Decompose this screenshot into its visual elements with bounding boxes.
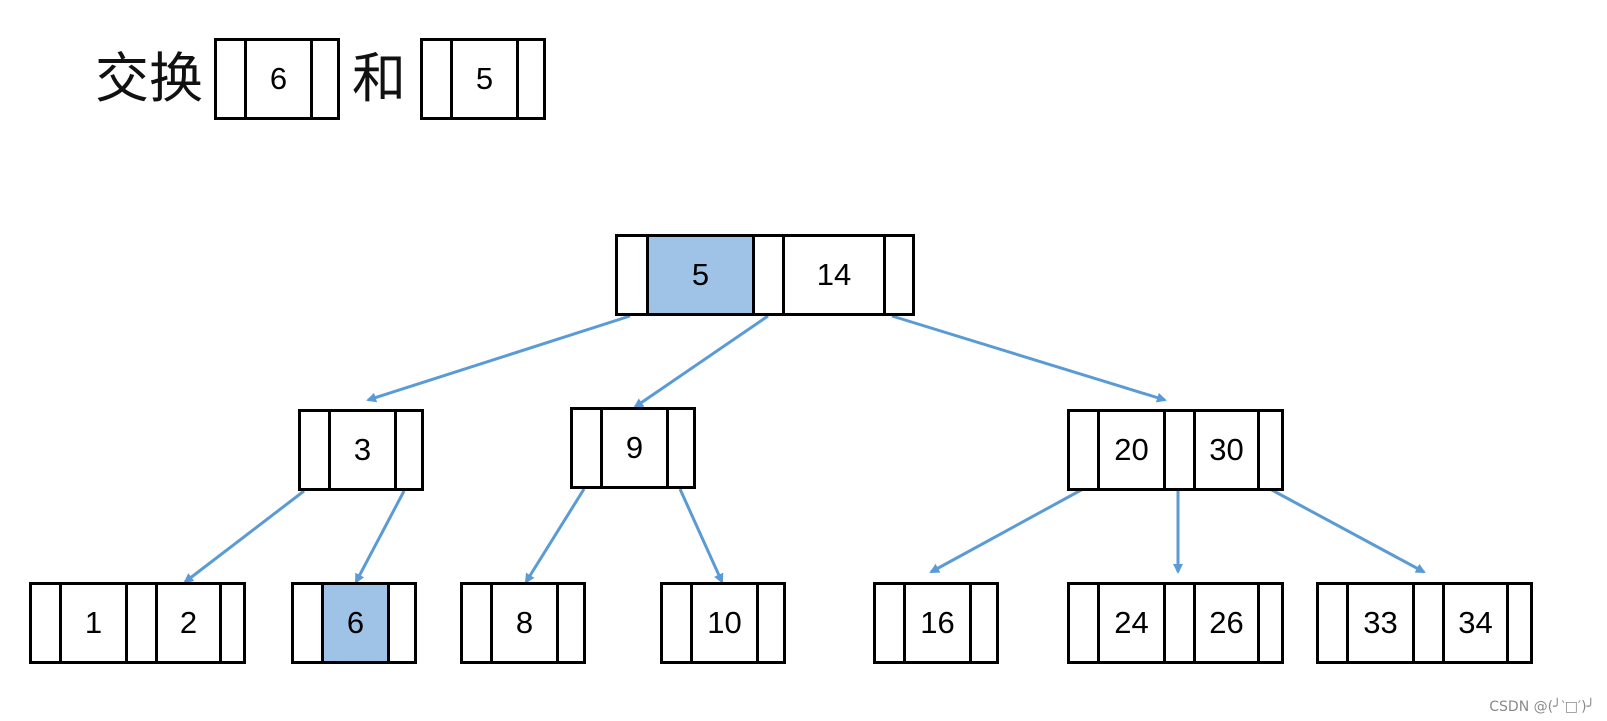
pointer-slot [573,410,603,486]
pointer-slot [1415,585,1445,661]
tree-key: 10 [693,585,759,661]
swap-instruction: 交换 6 和 5 [0,0,1607,140]
tree-leaf-10: 10 [660,582,786,664]
tree-node-20-30: 20 30 [1067,409,1284,491]
tree-key: 20 [1100,412,1166,488]
edge-root-to-3 [366,314,631,403]
pointer-slot [876,585,906,661]
pointer-slot [222,585,249,661]
tree-key: 33 [1349,585,1415,661]
tree-key: 3 [331,412,397,488]
tree-node-9: 9 [570,407,696,489]
edge-root-to-9 [633,314,769,409]
tree-key: 2 [158,585,222,661]
pointer-slot [972,585,999,661]
swap-conj-label: 和 [352,47,406,110]
tree-leaf-24-26: 24 26 [1067,582,1284,664]
pointer-slot [559,585,586,661]
tree-key: 30 [1196,412,1260,488]
pointer-slot [1260,412,1287,488]
pointer-slot [301,412,331,488]
tree-key: 24 [1100,585,1166,661]
edge-20-30-to-16 [929,487,1084,574]
pointer-slot [294,585,324,661]
pointer-slot [463,585,493,661]
tree-node-root: 5 14 [615,234,915,316]
pointer-slot [1166,585,1196,661]
pointer-slot [1509,585,1536,661]
pointer-slot [1260,585,1287,661]
tree-leaf-8: 8 [460,582,586,664]
swap-source-key: 6 [247,41,313,117]
pointer-slot [390,585,417,661]
swap-verb-label: 交换 [95,47,203,110]
pointer-slot [886,237,913,313]
tree-key: 9 [603,410,669,486]
tree-node-3: 3 [298,409,424,491]
pointer-slot [1319,585,1349,661]
tree-leaf-6: 6 [291,582,417,664]
tree-key: 14 [785,237,886,313]
tree-key-6-highlighted: 6 [324,585,390,661]
edge-root-to-20-30 [891,314,1167,403]
pointer-slot [1070,585,1100,661]
tree-key: 1 [62,585,128,661]
tree-key: 34 [1445,585,1509,661]
edge-3-to-1-2 [183,489,305,584]
pointer-slot [1166,412,1196,488]
tree-leaf-33-34: 33 34 [1316,582,1533,664]
tree-leaf-16: 16 [873,582,999,664]
tree-key: 8 [493,585,559,661]
pointer-slot [759,585,786,661]
tree-leaf-1-2: 1 2 [29,582,246,664]
pointer-slot [217,41,247,117]
pointer-slot [423,41,453,117]
pointer-slot [397,412,424,488]
pointer-slot [618,237,649,313]
swap-target-node: 5 [420,38,546,120]
tree-key: 26 [1196,585,1260,661]
pointer-slot [663,585,693,661]
edge-3-to-6 [354,490,406,584]
tree-key-5-highlighted: 5 [649,237,755,313]
swap-target-key: 5 [453,41,519,117]
csdn-watermark: CSDN @(╯‵□′)╯ [1489,699,1595,715]
pointer-slot [669,410,696,486]
edge-9-to-8 [524,488,586,584]
edge-9-to-10 [678,488,724,584]
pointer-slot [755,237,785,313]
pointer-slot [32,585,62,661]
pointer-slot [1070,412,1100,488]
tree-key: 16 [906,585,972,661]
edge-20-30-to-33-34 [1269,487,1426,574]
pointer-slot [128,585,158,661]
swap-source-node: 6 [214,38,340,120]
